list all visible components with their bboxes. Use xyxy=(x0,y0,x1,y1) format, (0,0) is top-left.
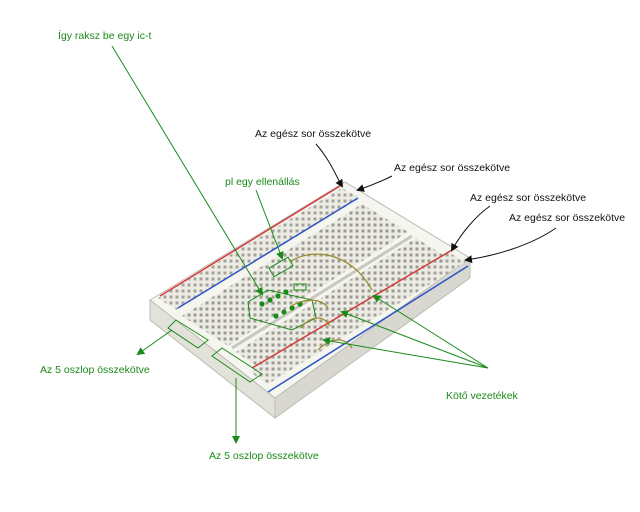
green-arrows xyxy=(111,45,489,444)
top-rail-red-line xyxy=(159,185,341,297)
bottom-rail-red-line xyxy=(251,249,453,369)
center-channel xyxy=(231,234,413,350)
board-front xyxy=(274,257,471,419)
top-rail-holes xyxy=(158,188,360,310)
jumper-wires xyxy=(289,253,373,351)
columns-left-label: Az 5 oszlop összekötve xyxy=(40,364,150,376)
column-box-bottom xyxy=(211,347,263,383)
resistor-hint-label: pl egy ellenállás xyxy=(225,176,300,188)
wires-label: Kötő vezetékek xyxy=(446,390,518,402)
ic-hint-label: Így raksz be egy ic-t xyxy=(58,30,152,42)
lower-terminal-holes xyxy=(236,238,448,374)
breadboard xyxy=(149,181,471,420)
columns-bottom-label: Az 5 oszlop összekötve xyxy=(209,450,319,462)
top-rail-blue-line xyxy=(177,197,359,309)
upper-terminal-holes xyxy=(182,204,408,346)
black-arrows xyxy=(315,143,557,264)
row-connected-label-4: Az egész sor összekötve xyxy=(509,212,626,224)
column-box-left xyxy=(167,319,209,349)
row-connected-label-2: Az egész sor összekötve xyxy=(394,162,511,174)
row-connected-label-1: Az egész sor összekötve xyxy=(255,128,372,140)
bottom-rail-blue-line xyxy=(267,265,469,393)
row-connected-label-3: Az egész sor összekötve xyxy=(470,192,587,204)
